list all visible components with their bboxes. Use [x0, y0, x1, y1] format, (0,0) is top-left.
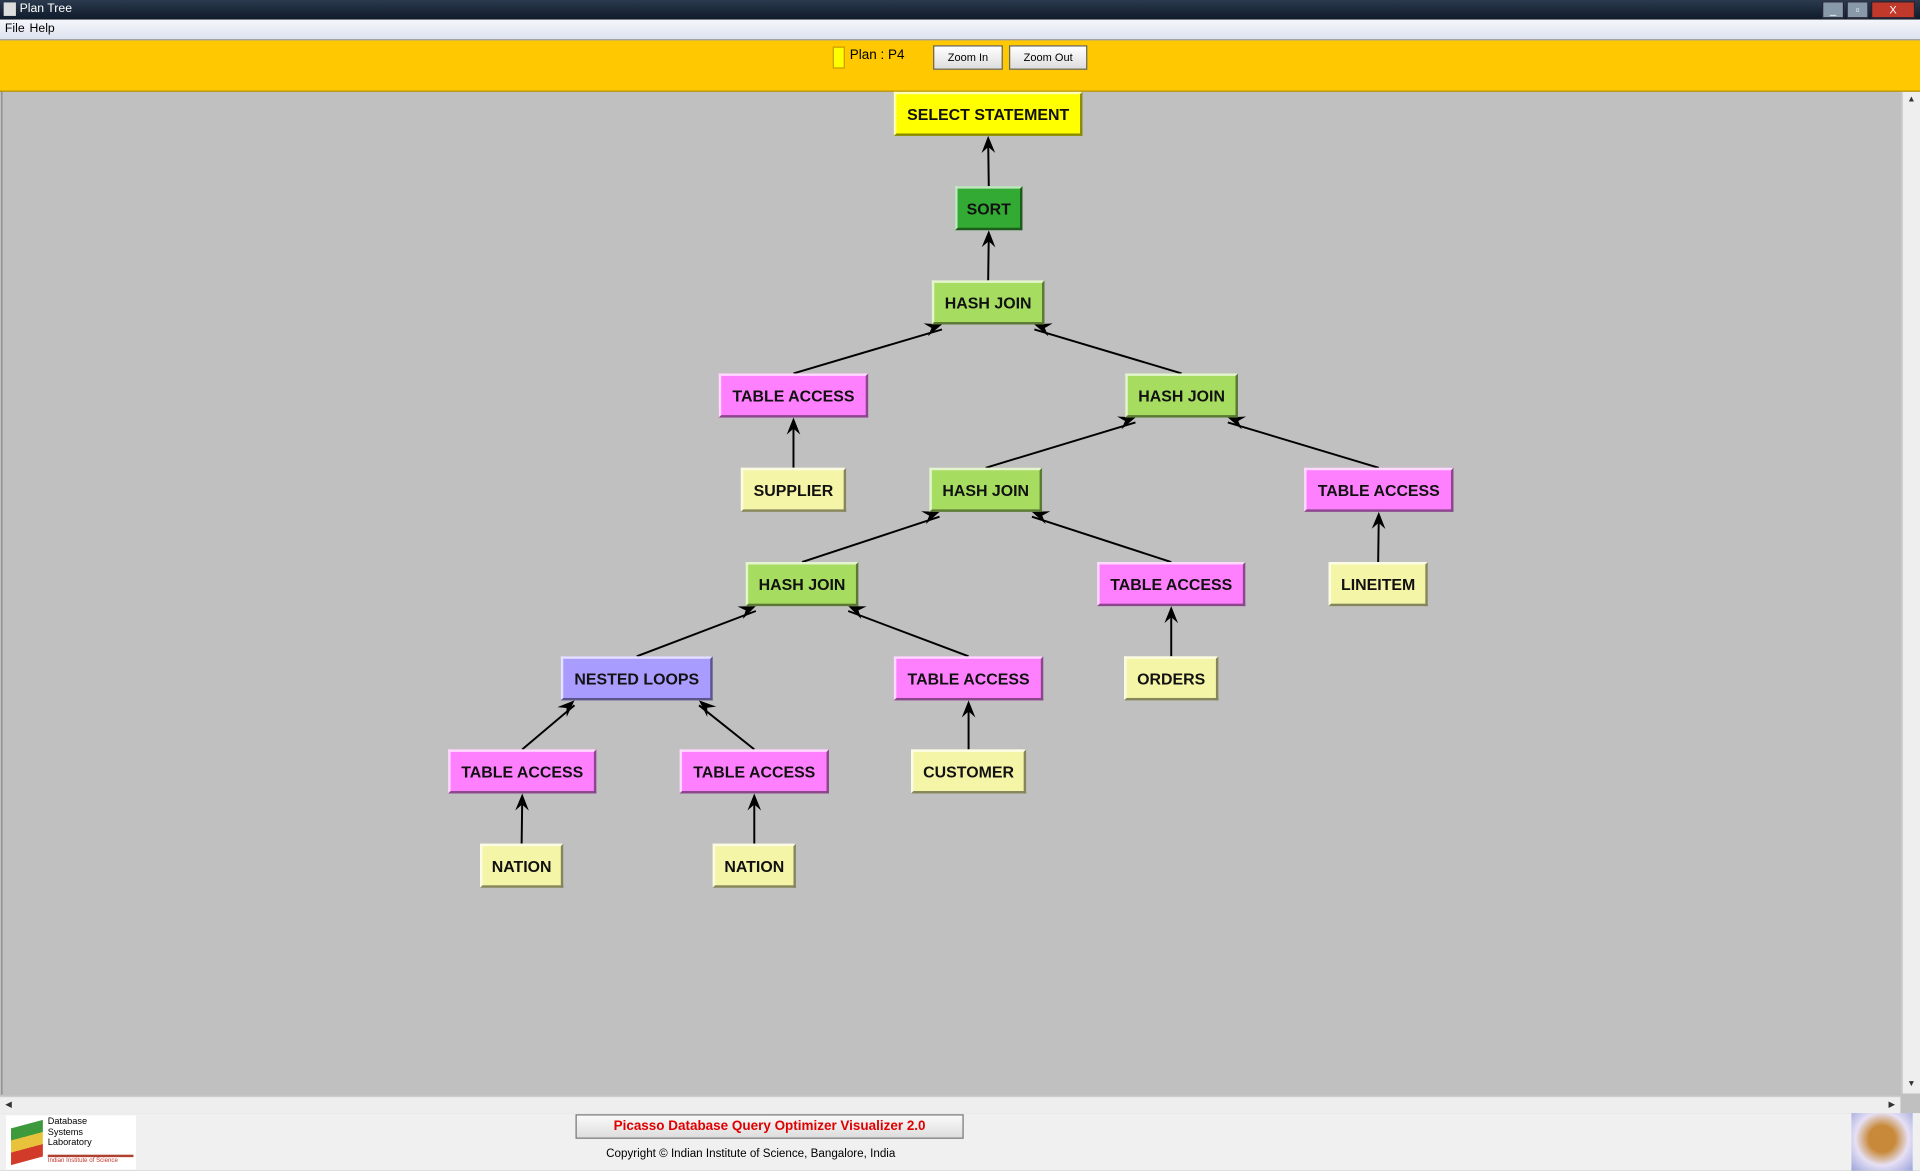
- plan-node-sort[interactable]: SORT: [955, 186, 1023, 231]
- iisc-emblem-icon: [1851, 1113, 1913, 1171]
- plan-label: Plan : P4: [849, 47, 905, 63]
- plan-node-select-statement[interactable]: SELECT STATEMENT: [893, 91, 1083, 136]
- plan-node-lineitem[interactable]: LINEITEM: [1328, 562, 1428, 607]
- footer: Database Systems Laboratory Indian Insti…: [0, 1113, 1920, 1171]
- plan-node-nested-loops[interactable]: NESTED LOOPS: [560, 656, 713, 701]
- dsl-logo: Database Systems Laboratory Indian Insti…: [6, 1115, 136, 1170]
- plan-node-hash-join[interactable]: HASH JOIN: [1125, 373, 1238, 418]
- copyright-text: Copyright © Indian Institute of Science,…: [606, 1147, 896, 1161]
- plan-node-table-access[interactable]: TABLE ACCESS: [1097, 562, 1246, 607]
- plan-node-table-access[interactable]: TABLE ACCESS: [1304, 467, 1454, 512]
- plan-node-hash-join[interactable]: HASH JOIN: [745, 562, 859, 607]
- plan-color-swatch: [832, 46, 845, 69]
- plan-node-hash-join[interactable]: HASH JOIN: [931, 280, 1045, 325]
- plan-node-table-access[interactable]: TABLE ACCESS: [448, 749, 597, 794]
- plan-node-table-access[interactable]: TABLE ACCESS: [679, 749, 829, 794]
- plan-tree-canvas[interactable]: [1, 91, 1903, 1095]
- plan-node-nation[interactable]: NATION: [480, 843, 564, 888]
- horizontal-scrollbar[interactable]: ◀▶: [0, 1095, 1901, 1115]
- minimize-button[interactable]: _: [1822, 1, 1845, 19]
- dsl-logo-sub: Indian Institute of Science: [47, 1154, 134, 1166]
- dsl-logo-blocks-icon: [11, 1119, 43, 1166]
- toolbar: Plan : P4 Zoom In Zoom Out: [0, 40, 1920, 92]
- title-bar: Plan Tree _ ▫ X: [0, 0, 1920, 20]
- scroll-left-icon[interactable]: ◀: [5, 1100, 12, 1110]
- plan-node-supplier[interactable]: SUPPLIER: [740, 467, 847, 512]
- vertical-scrollbar[interactable]: ▲▼: [1901, 91, 1920, 1094]
- restore-button[interactable]: ▫: [1846, 1, 1869, 19]
- plan-node-table-access[interactable]: TABLE ACCESS: [718, 373, 869, 418]
- scroll-right-icon[interactable]: ▶: [1888, 1100, 1896, 1110]
- menu-bar: File Help: [0, 19, 1920, 41]
- plan-node-table-access[interactable]: TABLE ACCESS: [893, 656, 1044, 701]
- close-button[interactable]: X: [1871, 1, 1916, 19]
- scroll-up-icon[interactable]: ▲: [1907, 95, 1916, 105]
- dsl-logo-text: Database Systems Laboratory: [47, 1115, 92, 1148]
- java-app-icon: [3, 2, 16, 16]
- zoom-in-button[interactable]: Zoom In: [933, 45, 1003, 70]
- plan-node-nation[interactable]: NATION: [712, 843, 796, 888]
- menu-file[interactable]: File: [4, 22, 25, 36]
- picasso-title-button[interactable]: Picasso Database Query Optimizer Visuali…: [575, 1114, 964, 1139]
- scroll-down-icon[interactable]: ▼: [1907, 1080, 1916, 1089]
- zoom-out-button[interactable]: Zoom Out: [1008, 45, 1088, 70]
- plan-node-customer[interactable]: CUSTOMER: [911, 749, 1027, 794]
- window-title: Plan Tree: [19, 2, 73, 16]
- plan-node-hash-join[interactable]: HASH JOIN: [929, 467, 1043, 512]
- plan-node-orders[interactable]: ORDERS: [1124, 656, 1219, 701]
- menu-help[interactable]: Help: [29, 22, 55, 36]
